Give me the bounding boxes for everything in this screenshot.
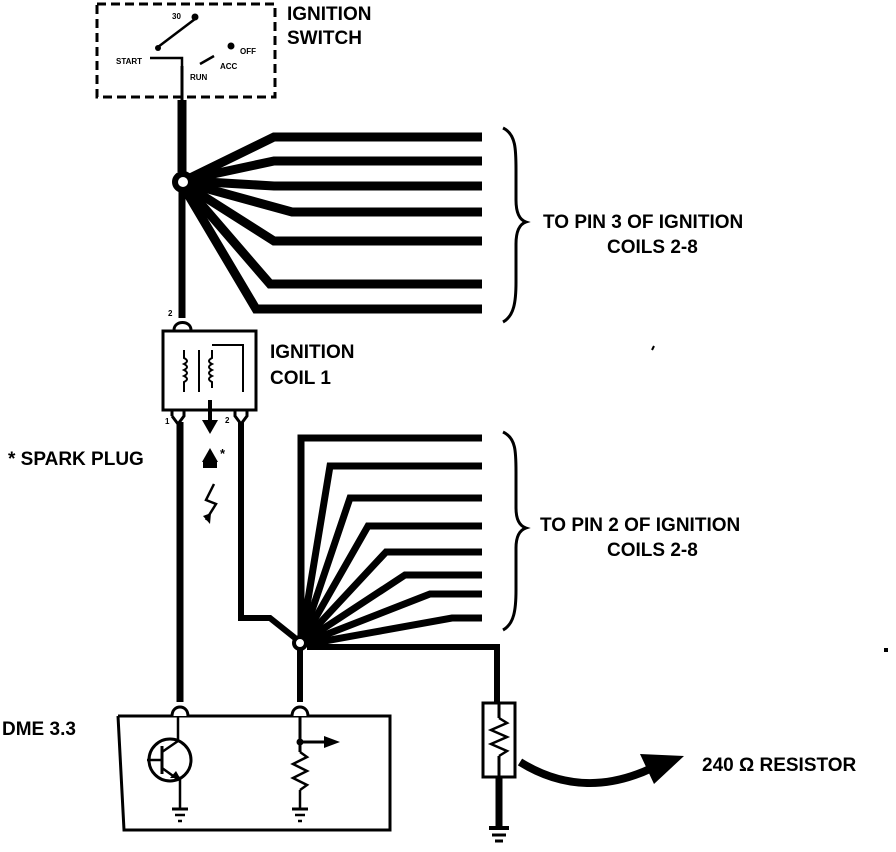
switch-start-label: START <box>116 57 142 66</box>
pin3-branch-4 <box>188 179 482 217</box>
spark-plug-down-arrow-icon <box>202 420 218 434</box>
to-pin2-label-line2: COILS 2-8 <box>607 540 698 561</box>
switch-acc-contact <box>199 54 215 66</box>
pin3-branch-5 <box>186 183 482 246</box>
pin2-to-resistor-wire <box>307 644 500 703</box>
coil-pin-2-top-label: 2 <box>168 309 173 318</box>
switch-off-label: OFF <box>240 47 256 56</box>
pin2-branch-1 <box>297 434 482 636</box>
pin3-branch-7 <box>182 188 482 314</box>
secondary-winding-return <box>212 344 244 392</box>
dme-pulldown-resistor-icon <box>290 750 310 792</box>
secondary-winding <box>208 350 215 388</box>
spark-plug: * <box>202 400 226 524</box>
switch-run-label: RUN <box>190 73 208 82</box>
resistor-pointer-arrow <box>517 758 654 788</box>
pin2-branch-4 <box>300 522 482 640</box>
coil-top-connector <box>172 321 193 331</box>
switch-acc-label: ACC <box>220 62 238 71</box>
switch-run-contact <box>150 56 184 66</box>
resistor-240-ohm <box>481 701 517 843</box>
dme-module <box>116 705 392 832</box>
pin2-branch-5 <box>302 548 482 642</box>
ignition-switch-label-line1: IGNITION <box>287 4 371 25</box>
switch-lever <box>157 18 196 48</box>
primary-winding <box>181 350 188 392</box>
pin2-splice-dot <box>292 635 308 651</box>
resistor-zigzag-icon <box>487 716 511 758</box>
coil-pin-2-bottom-label: 2 <box>225 416 230 425</box>
pin2-brace <box>502 430 531 632</box>
ignition-switch-dashed-box <box>95 2 277 99</box>
transistor-collector <box>161 716 180 754</box>
coil-bottom-connector-right <box>233 410 249 427</box>
pin2-branch-6 <box>304 571 482 643</box>
pin3-branch-6 <box>184 186 482 289</box>
dme-input-connector <box>290 705 310 717</box>
spark-plug-asterisk: * <box>220 446 226 461</box>
ignition-coil-label-line1: IGNITION <box>270 342 354 363</box>
dme-box-outline <box>116 714 392 832</box>
pin3-branch-1 <box>188 132 482 183</box>
ignition-coil-label-line2: COIL 1 <box>270 368 331 389</box>
ignition-switch: 30 START RUN ACC OFF <box>95 2 277 99</box>
spark-lightning-tip <box>203 513 211 524</box>
pin2-branch-2 <box>298 462 482 637</box>
spark-plug-label: * SPARK PLUG <box>8 449 144 470</box>
coil-pin-1-label: 1 <box>165 417 170 426</box>
pin3-branch-3 <box>189 176 482 191</box>
coil-pin2-to-splice-wire <box>238 422 297 641</box>
resistor-label: 240 Ω RESISTOR <box>702 755 857 776</box>
transistor-emitter-arrow <box>170 771 180 778</box>
pin3-brace <box>502 126 531 324</box>
pin2-branch-8 <box>307 614 482 648</box>
pin3-branch-2 <box>189 156 482 184</box>
switch-pivot-dot <box>155 45 161 51</box>
pin3-fan-wires <box>172 66 482 318</box>
pin2-fan-wires <box>292 434 500 703</box>
to-pin2-label-line1: TO PIN 2 OF IGNITION <box>540 515 740 536</box>
switch-off-dot <box>227 42 235 50</box>
dme-transistor-connector <box>170 705 190 717</box>
scan-mark-1 <box>651 345 655 351</box>
to-pin3-label-line1: TO PIN 3 OF IGNITION <box>543 212 743 233</box>
pin2-branch-7 <box>305 590 482 646</box>
resistor-pointer-arrowhead <box>640 754 684 784</box>
spark-plug-up-arrow-icon <box>202 448 218 462</box>
pin2-branch-3 <box>299 494 482 639</box>
pin3-splice-dot <box>172 171 194 193</box>
to-pin3-label-line2: COILS 2-8 <box>607 237 698 258</box>
spark-lightning-icon <box>204 483 218 521</box>
dme-label: DME 3.3 <box>2 719 76 740</box>
switch-terminal-30-label: 30 <box>172 12 181 21</box>
scan-mark-2 <box>884 648 888 652</box>
switch-terminal-30-dot <box>191 13 199 21</box>
ignition-switch-label-line2: SWITCH <box>287 28 362 49</box>
spark-plug-base <box>203 462 217 468</box>
dme-signal-arrow-icon <box>324 736 340 748</box>
coil-bottom-connector-left <box>170 410 186 427</box>
